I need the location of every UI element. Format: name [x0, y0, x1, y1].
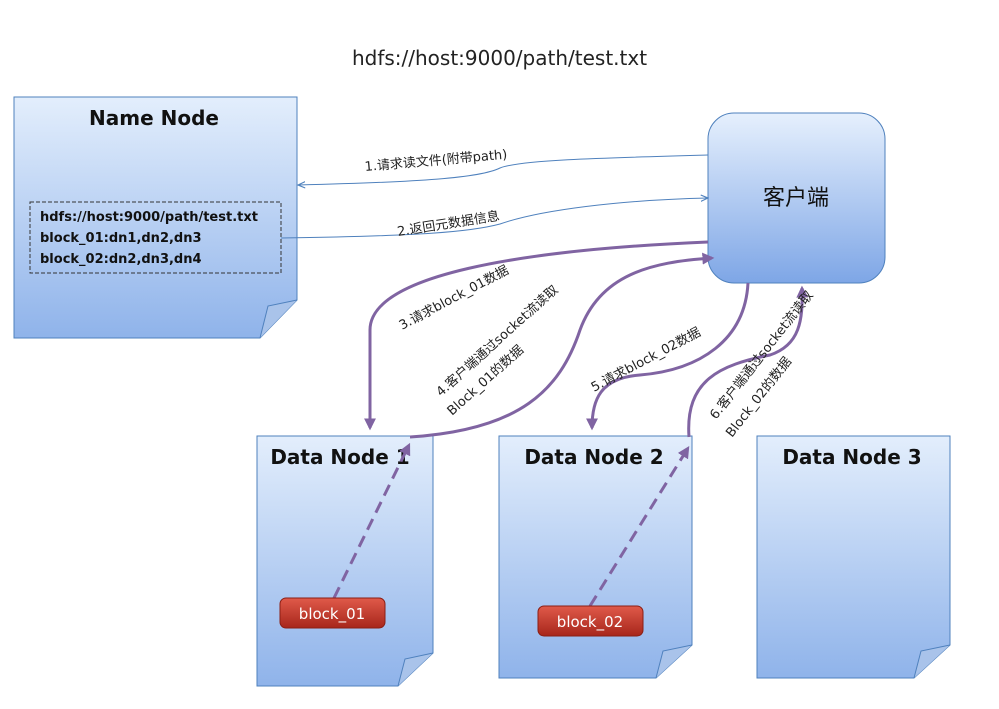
block-02-label: block_02 — [557, 613, 623, 632]
arrow-request-block-02 — [586, 282, 750, 431]
client-node: 客户端 — [707, 112, 886, 284]
client-label: 客户端 — [763, 186, 829, 211]
dashed-arrow-block-02 — [588, 445, 690, 607]
metadata-box — [29, 201, 282, 274]
name-node-title: Name Node — [89, 106, 219, 130]
arrow-return-metadata — [280, 198, 708, 239]
arrow-read-block-02 — [687, 285, 809, 438]
name-node: Name Node hdfs://host:9000/path/test.txt… — [13, 96, 298, 339]
metadata-line-block-02: block_02:dn2,dn3,dn4 — [40, 252, 202, 267]
edge-label-1: 1.请求读文件(附带path) — [364, 148, 508, 175]
arrow-read-block-01 — [409, 252, 715, 439]
block-01-badge: block_01 — [279, 597, 386, 629]
edge-label-2: 2.返回元数据信息 — [396, 208, 501, 240]
arrow-request-block-01 — [364, 240, 709, 431]
block-02-badge: block_02 — [537, 605, 644, 637]
data-node-3-title: Data Node 3 — [782, 445, 921, 469]
edge-label-3: 3.请求block_01数据 — [397, 263, 512, 333]
arrow-request-file — [298, 154, 709, 185]
dashed-arrow-block-01 — [332, 442, 411, 599]
block-01-label: block_01 — [299, 605, 365, 624]
diagram-title: hdfs://host:9000/path/test.txt — [351, 46, 648, 70]
data-node-2: Data Node 2 — [498, 435, 693, 679]
data-node-1: Data Node 1 — [256, 435, 434, 687]
data-node-2-title: Data Node 2 — [524, 445, 663, 469]
metadata-line-file: hdfs://host:9000/path/test.txt — [40, 210, 258, 225]
metadata-line-block-01: block_01:dn1,dn2,dn3 — [40, 231, 202, 246]
data-node-1-title: Data Node 1 — [270, 445, 409, 469]
data-node-3: Data Node 3 — [756, 435, 951, 679]
edge-label-5: 5.请求block_02数据 — [589, 325, 704, 395]
